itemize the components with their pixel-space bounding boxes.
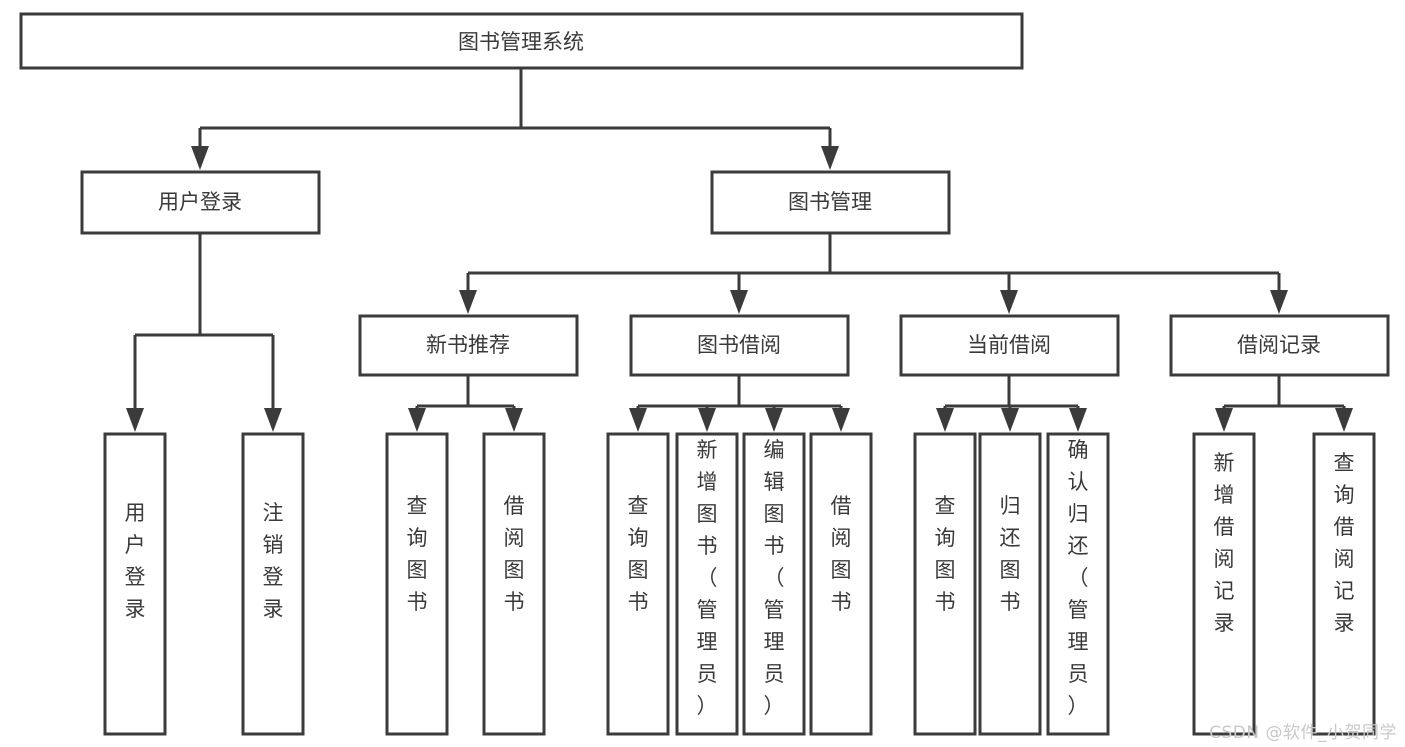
arrow-head-book-manage xyxy=(821,146,839,170)
leaf-bookborrow-borrow[interactable]: 借阅图书 xyxy=(809,432,873,736)
arrow-head-level3-2 xyxy=(730,290,748,314)
leaf-bookborrow-query-label: 查询图书 xyxy=(628,494,649,614)
node-borrow-record-label: 借阅记录 xyxy=(1237,333,1321,357)
arrow-head-level3-4 xyxy=(1270,290,1288,314)
arrow-head-bookborrow-leaf-2 xyxy=(698,408,716,432)
arrow-head-borrowrecord-leaf-2 xyxy=(1335,408,1353,432)
arrow-head-currentborrow-leaf-1 xyxy=(936,408,954,432)
node-book-manage-box[interactable] xyxy=(710,170,951,235)
leaf-bookborrow-borrow-box[interactable] xyxy=(809,432,873,736)
leaf-user-login-login-label: 用户登录 xyxy=(125,501,146,621)
node-book-manage[interactable]: 图书管理 xyxy=(710,170,951,235)
arrow-head-level3-3 xyxy=(1000,290,1018,314)
arrow-head-bookborrow-leaf-1 xyxy=(629,408,647,432)
node-book-borrow-label: 图书借阅 xyxy=(697,333,781,357)
arrow-head-userlogin-leaf-1 xyxy=(126,408,144,432)
leaf-currentborrow-query[interactable]: 查询图书 xyxy=(913,432,977,736)
leaf-borrowrecord-add-label: 新增借阅记录 xyxy=(1214,451,1235,635)
leaf-user-login-login-box[interactable] xyxy=(103,432,167,736)
node-book-borrow[interactable]: 图书借阅 xyxy=(629,314,850,377)
arrow-head-user-login xyxy=(191,146,209,170)
node-book-borrow-box[interactable] xyxy=(629,314,850,377)
leaf-currentborrow-confirm-label: 确认归还（管理员） xyxy=(1068,438,1089,718)
leaf-user-login-logout-label: 注销登录 xyxy=(263,501,284,621)
node-current-borrow-box[interactable] xyxy=(899,314,1120,377)
node-user-login[interactable]: 用户登录 xyxy=(80,170,321,235)
arrow-head-bookborrow-leaf-4 xyxy=(832,408,850,432)
arrow-head-newbook-leaf-2 xyxy=(505,408,523,432)
leaf-bookborrow-edit[interactable]: 编辑图书（管理员） xyxy=(742,432,806,736)
leaf-currentborrow-return[interactable]: 归还图书 xyxy=(978,432,1042,736)
arrow-head-currentborrow-leaf-2 xyxy=(1001,408,1019,432)
node-root-label: 图书管理系统 xyxy=(458,30,584,54)
leaf-currentborrow-return-label: 归还图书 xyxy=(1000,494,1021,614)
leaf-user-login-login[interactable]: 用户登录 xyxy=(103,432,167,736)
leaf-bookborrow-edit-label: 编辑图书（管理员） xyxy=(764,438,785,718)
leaf-user-login-logout[interactable]: 注销登录 xyxy=(241,432,305,736)
node-borrow-record[interactable]: 借阅记录 xyxy=(1169,314,1390,377)
arrow-head-borrowrecord-leaf-1 xyxy=(1215,408,1233,432)
node-borrow-record-box[interactable] xyxy=(1169,314,1390,377)
node-book-manage-label: 图书管理 xyxy=(788,190,872,214)
node-current-borrow-label: 当前借阅 xyxy=(967,333,1051,357)
leaf-currentborrow-confirm-box[interactable] xyxy=(1046,432,1110,736)
leaf-user-login-logout-box[interactable] xyxy=(241,432,305,736)
arrow-head-bookborrow-leaf-3 xyxy=(765,408,783,432)
leaf-newbook-borrow[interactable]: 借阅图书 xyxy=(482,432,546,736)
leaf-newbook-borrow-label: 借阅图书 xyxy=(504,494,525,614)
leaf-borrowrecord-add[interactable]: 新增借阅记录 xyxy=(1192,432,1256,736)
leaf-currentborrow-return-box[interactable] xyxy=(978,432,1042,736)
leaf-currentborrow-query-label: 查询图书 xyxy=(935,494,956,614)
node-new-book-recommend-label: 新书推荐 xyxy=(426,333,510,357)
leaf-bookborrow-add-box[interactable] xyxy=(675,432,739,736)
leaf-bookborrow-edit-box[interactable] xyxy=(742,432,806,736)
leaf-bookborrow-query-box[interactable] xyxy=(606,432,670,736)
leaf-borrowrecord-add-box[interactable] xyxy=(1192,432,1256,736)
leaf-currentborrow-confirm[interactable]: 确认归还（管理员） xyxy=(1046,432,1110,736)
node-new-book-recommend[interactable]: 新书推荐 xyxy=(358,314,579,377)
arrow-head-newbook-leaf-1 xyxy=(408,408,426,432)
node-root-box[interactable] xyxy=(19,12,1024,70)
node-new-book-recommend-box[interactable] xyxy=(358,314,579,377)
leaf-borrowrecord-query[interactable]: 查询借阅记录 xyxy=(1312,432,1376,736)
node-root[interactable]: 图书管理系统 xyxy=(19,12,1024,70)
leaf-borrowrecord-query-label: 查询借阅记录 xyxy=(1334,451,1355,635)
leaf-bookborrow-borrow-label: 借阅图书 xyxy=(831,494,852,614)
leaf-bookborrow-add-label: 新增图书（管理员） xyxy=(697,438,718,718)
connector-group xyxy=(126,68,1353,432)
leaf-newbook-borrow-box[interactable] xyxy=(482,432,546,736)
leaf-newbook-query[interactable]: 查询图书 xyxy=(385,432,449,736)
node-user-login-label: 用户登录 xyxy=(158,190,242,214)
arrow-head-currentborrow-leaf-3 xyxy=(1069,408,1087,432)
leaf-borrowrecord-query-box[interactable] xyxy=(1312,432,1376,736)
node-user-login-box[interactable] xyxy=(80,170,321,235)
leaf-bookborrow-add[interactable]: 新增图书（管理员） xyxy=(675,432,739,736)
leaf-newbook-query-label: 查询图书 xyxy=(407,494,428,614)
leaf-newbook-query-box[interactable] xyxy=(385,432,449,736)
watermark: CSDN @软件_小贺同学 xyxy=(1209,723,1397,743)
node-current-borrow[interactable]: 当前借阅 xyxy=(899,314,1120,377)
arrow-head-userlogin-leaf-2 xyxy=(264,408,282,432)
leaf-bookborrow-query[interactable]: 查询图书 xyxy=(606,432,670,736)
arrow-head-level3-1 xyxy=(459,290,477,314)
leaf-currentborrow-query-box[interactable] xyxy=(913,432,977,736)
